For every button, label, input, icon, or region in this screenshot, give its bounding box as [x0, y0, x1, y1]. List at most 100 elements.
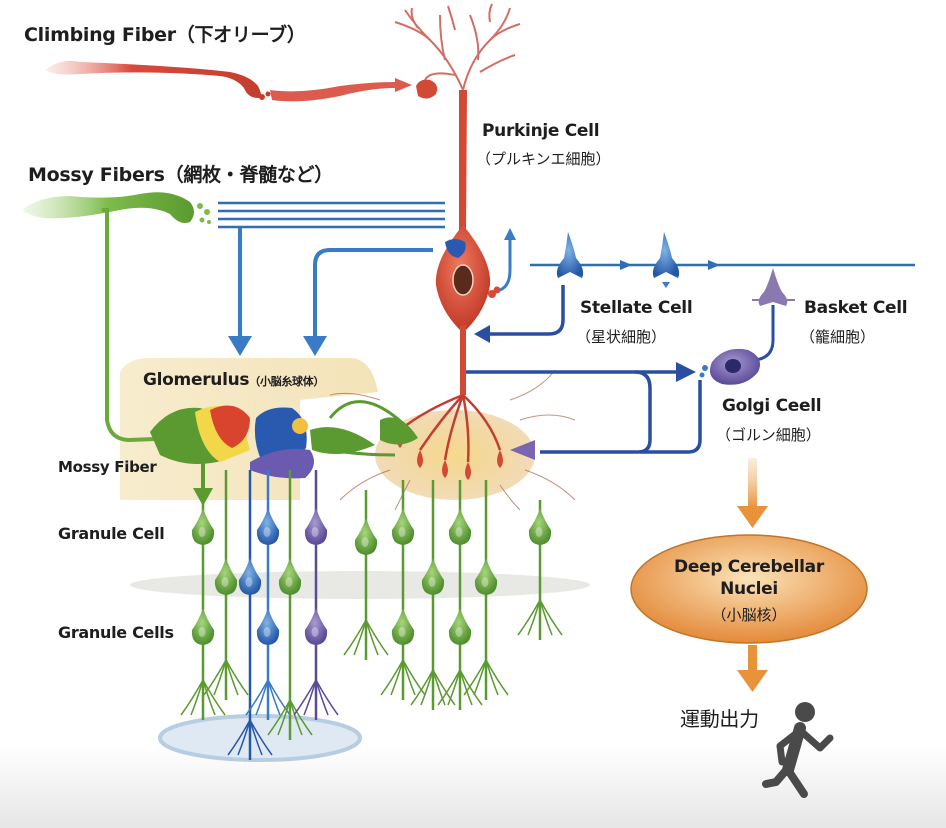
granule-cell-dendrite	[463, 659, 487, 696]
golgi-cell-label: Golgi Ceell	[722, 396, 822, 416]
golgi-to-dcn-arrowhead	[737, 506, 768, 528]
granule-cell-dendrite	[277, 699, 291, 736]
granule-cell-dendrite	[539, 599, 563, 636]
granule-cell-nucleus	[428, 577, 436, 587]
dcn-to-motor-arrow-shaft	[748, 645, 757, 671]
purkinje-cell-label-jp: （プルキンエ細胞）	[476, 150, 611, 168]
purkinje-trunk	[459, 90, 467, 230]
granule-cell-dendrite	[447, 669, 461, 706]
granule-cell-soma	[238, 558, 262, 595]
golgi-cell-label-jp: （ゴルン細胞）	[716, 426, 821, 444]
granule-cell-nucleus	[398, 527, 406, 537]
granule-cell-dendrite	[249, 719, 273, 756]
purkinje-collateral-arrow	[499, 228, 516, 292]
granule-cell-nucleus	[481, 577, 489, 587]
climbing-fiber-label-jp: （下オリーブ）	[175, 24, 306, 46]
granule-cell-soma	[391, 508, 415, 545]
granule-cell-dendrite	[267, 699, 291, 736]
granule-cell-dendrite	[267, 679, 291, 716]
granule-cell-nucleus	[198, 527, 206, 537]
granule-cell-nucleus	[311, 627, 319, 637]
granule-cells-group	[180, 470, 563, 760]
purkinje-nucleus	[452, 264, 474, 296]
glomerulus-label-jp: （小脳糸球体）	[249, 375, 325, 388]
purkinje-spine-cf	[416, 79, 438, 99]
stellate-cell-label-jp: （星状細胞）	[576, 328, 667, 346]
granule-cell-dendrite	[303, 679, 317, 716]
granule-cell-dendrite	[227, 719, 251, 756]
mossy-fibers-label-en: Mossy Fibers	[28, 164, 165, 186]
granule-cell-dendrite	[293, 679, 317, 716]
granule-cell-dendrite	[343, 619, 367, 656]
mossy-fiber	[22, 192, 194, 223]
stellate-to-purkinje-arrow	[474, 285, 565, 343]
granule-cell-soma	[304, 608, 328, 645]
purkinje-to-golgi-arrow	[466, 370, 702, 454]
granule-cell-dendrite	[410, 669, 434, 706]
purkinje-dendrites	[394, 3, 521, 91]
climbing-fiber-continuation	[270, 78, 412, 102]
deep-nuclei-label-line1: Deep Cerebellar	[674, 557, 824, 577]
granule-cell-dendrite	[517, 599, 541, 636]
cf-synapse-dots	[488, 290, 496, 298]
granule-cell-soma	[191, 508, 215, 545]
granule-cell-soma	[528, 508, 552, 545]
granule-cell-label: Granule Cell	[58, 524, 165, 543]
granule-cell-nucleus	[311, 527, 319, 537]
granule-cell-nucleus	[455, 627, 463, 637]
granule-cell-dendrite	[180, 679, 204, 716]
golgi-to-dcn-arrow-shaft	[748, 458, 757, 508]
climbing-fiber-synapse	[265, 91, 271, 97]
granule-cell-dendrite	[380, 659, 404, 696]
granule-cell-dendrite	[245, 679, 269, 716]
climbing-fiber	[45, 61, 261, 98]
granule-cell-dendrite	[353, 619, 367, 656]
stellate-arrow	[708, 260, 720, 270]
granule-cell-dendrite	[289, 699, 313, 736]
glomerulus-region	[120, 358, 378, 500]
granule-cell-soma	[354, 518, 378, 555]
granule-cell-soma	[391, 608, 415, 645]
dcn-to-motor-arrowhead	[737, 670, 768, 692]
basket-synapse-on-purkinje	[445, 239, 466, 258]
cf-synapse-dots	[493, 286, 501, 294]
mossy-fiber-label: Mossy Fiber	[58, 458, 157, 476]
basket-cell-label-jp: （籠細胞）	[800, 328, 876, 346]
granule-cell-dendrite	[473, 659, 487, 696]
climbing-fiber-label-en: Climbing Fiber	[24, 24, 176, 46]
purkinje-to-glomerulus-arrow	[303, 248, 433, 356]
granule-cells-label: Granule Cells	[58, 623, 174, 642]
basket-cell-label: Basket Cell	[804, 298, 908, 318]
parallel-fibers-left	[218, 201, 445, 229]
golgi-arrowhead	[676, 362, 696, 382]
granule-cell-dendrite	[315, 679, 339, 716]
granule-cell-dendrite	[202, 679, 226, 716]
granule-cell-soma	[448, 508, 472, 545]
granule-cell-nucleus	[361, 537, 369, 547]
granule-cell-dendrite	[527, 599, 541, 636]
climbing-fiber-synapse	[259, 94, 265, 100]
glomerulus-label: Glomerulus（小脳糸球体）	[143, 370, 324, 390]
glomerulus-complex	[150, 400, 418, 479]
granule-cell-nucleus	[245, 577, 253, 587]
climbing-fiber-label: Climbing Fiber（下オリーブ）	[24, 20, 306, 47]
mossy-fibers-label-jp: （網枚・脊髄など）	[164, 164, 334, 186]
granule-cell-soma	[474, 558, 498, 595]
parallel-fiber-to-glomerulus-arrow	[228, 228, 252, 356]
mossy-fiber-arrowhead	[193, 488, 213, 506]
granule-cell-soma	[256, 508, 280, 545]
granule-cell-dendrite	[203, 659, 227, 696]
stellate-cell-label: Stellate Cell	[580, 298, 693, 318]
stellate-cell-2	[652, 232, 680, 278]
mossy-fibers-label: Mossy Fibers（網枚・脊髄など）	[28, 160, 333, 187]
granule-cell-dendrite	[190, 679, 204, 716]
granule-cell-dendrite	[485, 659, 509, 696]
granule-cell-dendrite	[365, 619, 389, 656]
granule-cell-dendrite	[237, 719, 251, 756]
basket-cell	[752, 268, 795, 306]
deep-nuclei-label-jp: （小脳核）	[711, 606, 787, 624]
granule-cell-dendrite	[420, 669, 434, 706]
granule-cell-dendrite	[459, 669, 483, 706]
stellate-small-arrow	[662, 282, 670, 288]
